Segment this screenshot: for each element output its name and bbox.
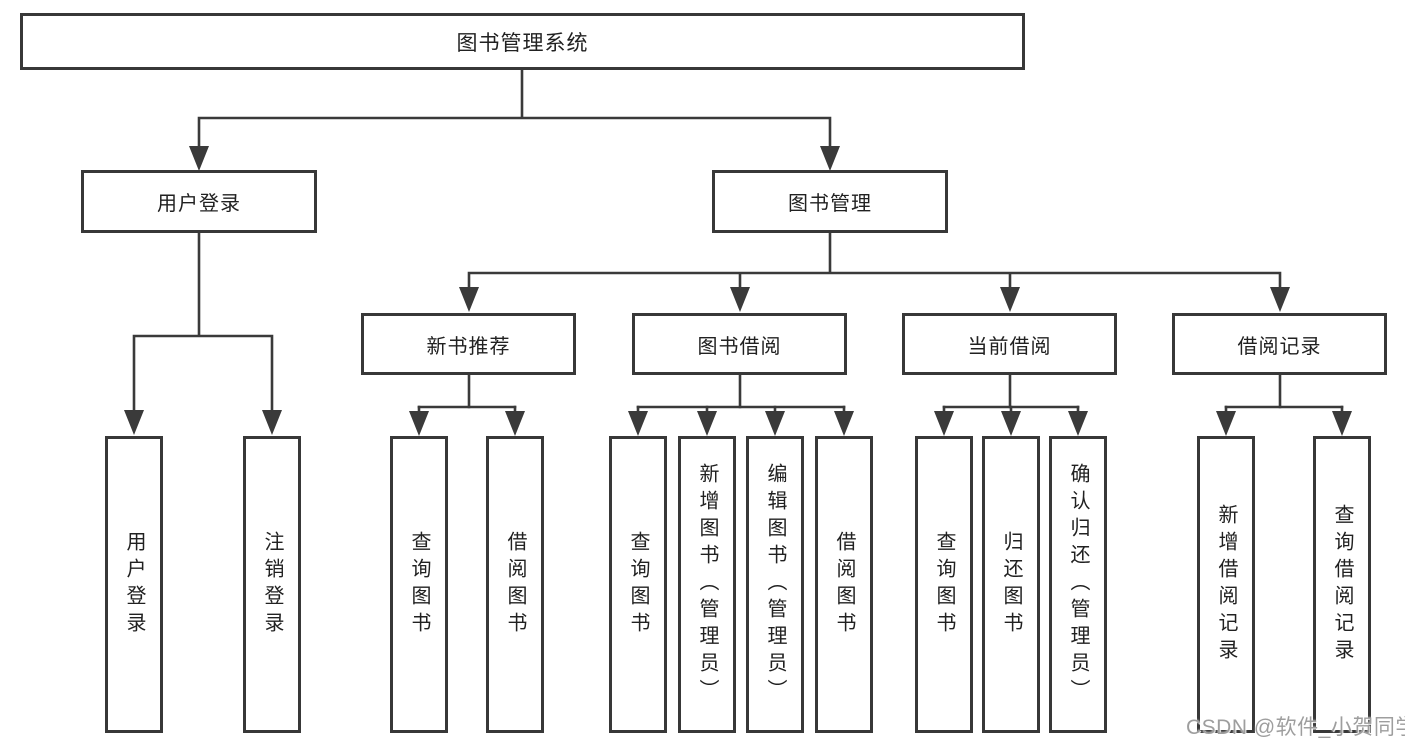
- leaf-logout: 注销登录: [243, 436, 301, 733]
- node-user-login-branch: 用户登录: [81, 170, 317, 233]
- leaf-add-books-admin: 新增图书（管理员）: [678, 436, 736, 733]
- leaf-query-books-current: 查询图书: [915, 436, 973, 733]
- leaf-confirm-return-admin: 确认归还（管理员）: [1049, 436, 1107, 733]
- node-book-management-branch: 图书管理: [712, 170, 948, 233]
- leaf-edit-books-admin: 编辑图书（管理员）: [746, 436, 804, 733]
- node-new-book-recommendation: 新书推荐: [361, 313, 576, 375]
- node-borrowing-records: 借阅记录: [1172, 313, 1387, 375]
- node-book-borrowing: 图书借阅: [632, 313, 847, 375]
- node-library-management-system: 图书管理系统: [20, 13, 1025, 70]
- node-current-borrowing: 当前借阅: [902, 313, 1117, 375]
- leaf-borrow-books-recommend: 借阅图书: [486, 436, 544, 733]
- leaf-borrow-books: 借阅图书: [815, 436, 873, 733]
- leaf-add-borrow-record: 新增借阅记录: [1197, 436, 1255, 733]
- leaf-user-login: 用户登录: [105, 436, 163, 733]
- leaf-query-borrow-record: 查询借阅记录: [1313, 436, 1371, 733]
- leaf-query-books-recommend: 查询图书: [390, 436, 448, 733]
- leaf-query-books-borrowing: 查询图书: [609, 436, 667, 733]
- leaf-return-books: 归还图书: [982, 436, 1040, 733]
- csdn-watermark: CSDN @软件_小贺同学: [1186, 716, 1405, 739]
